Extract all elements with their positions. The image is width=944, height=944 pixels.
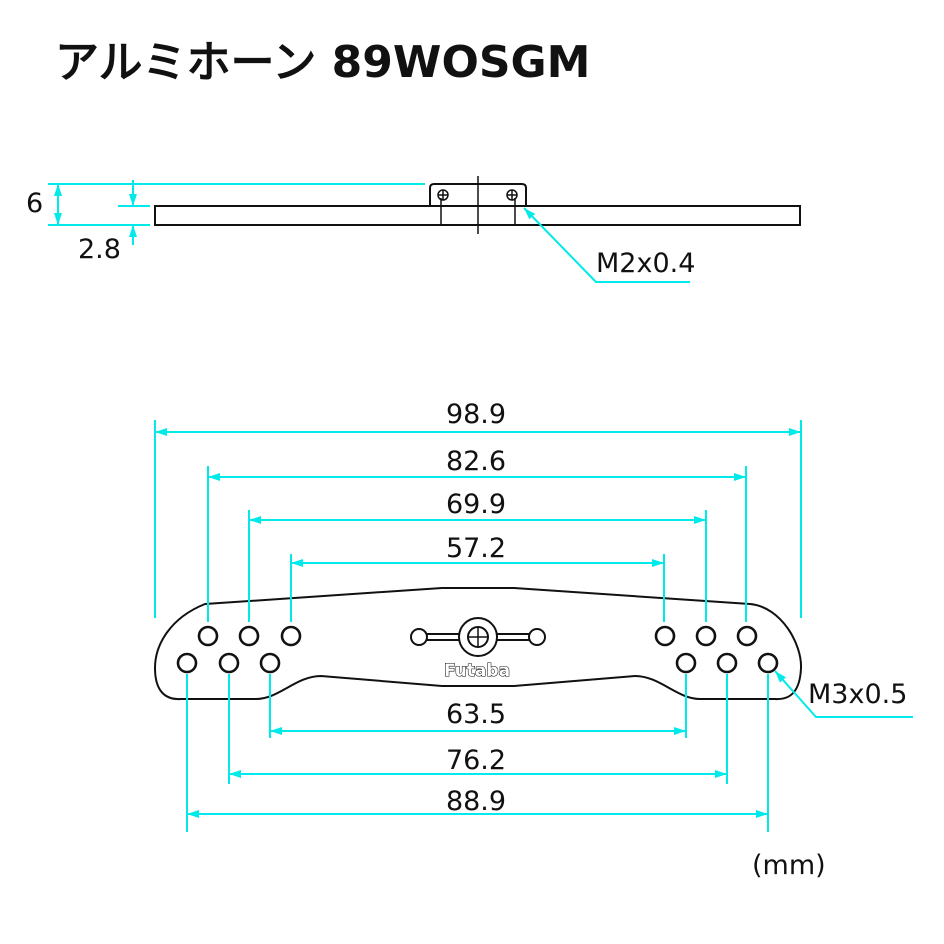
mount-hole (736, 625, 758, 647)
m2-screw-label: M2x0.4 (596, 248, 695, 279)
horn-outline (153, 587, 803, 701)
mount-hole (280, 625, 302, 647)
clamp-slot (410, 628, 546, 646)
dim-label-88-9: 88.9 (446, 786, 506, 817)
thickness-label: 2.8 (78, 234, 121, 265)
side-view: 6 2.8 M2x0.4 (26, 176, 801, 283)
mount-hole (197, 625, 219, 647)
mount-hole (695, 625, 717, 647)
m3-screw-label: M3x0.5 (808, 679, 907, 710)
dim-label-98-9: 98.9 (446, 399, 506, 430)
mount-hole (675, 652, 697, 674)
m3-leader-line (774, 670, 913, 718)
brand-logo: Futaba (444, 661, 510, 681)
height-label: 6 (26, 188, 43, 219)
top-view: Futaba 98.9 82.6 69.9 57.2 (153, 399, 913, 832)
m2-leader-line (523, 207, 690, 283)
mount-hole (218, 652, 240, 674)
mount-hole (757, 652, 779, 674)
dim-label-82-6: 82.6 (446, 446, 506, 477)
dim-label-63-5: 63.5 (446, 699, 506, 730)
mount-hole (716, 652, 738, 674)
mount-hole (654, 625, 676, 647)
dim-label-69-9: 69.9 (446, 489, 506, 520)
clamp-screw-left (437, 189, 449, 201)
unit-label: (mm) (752, 850, 826, 881)
dim-label-76-2: 76.2 (446, 745, 506, 776)
clamp-screw-right (506, 189, 518, 201)
page-title: アルミホーン 89WOSGM (55, 37, 590, 88)
center-hub (458, 617, 498, 657)
mount-hole (238, 625, 260, 647)
mount-hole (176, 652, 198, 674)
dim-label-57-2: 57.2 (446, 533, 506, 564)
mount-hole (259, 652, 281, 674)
